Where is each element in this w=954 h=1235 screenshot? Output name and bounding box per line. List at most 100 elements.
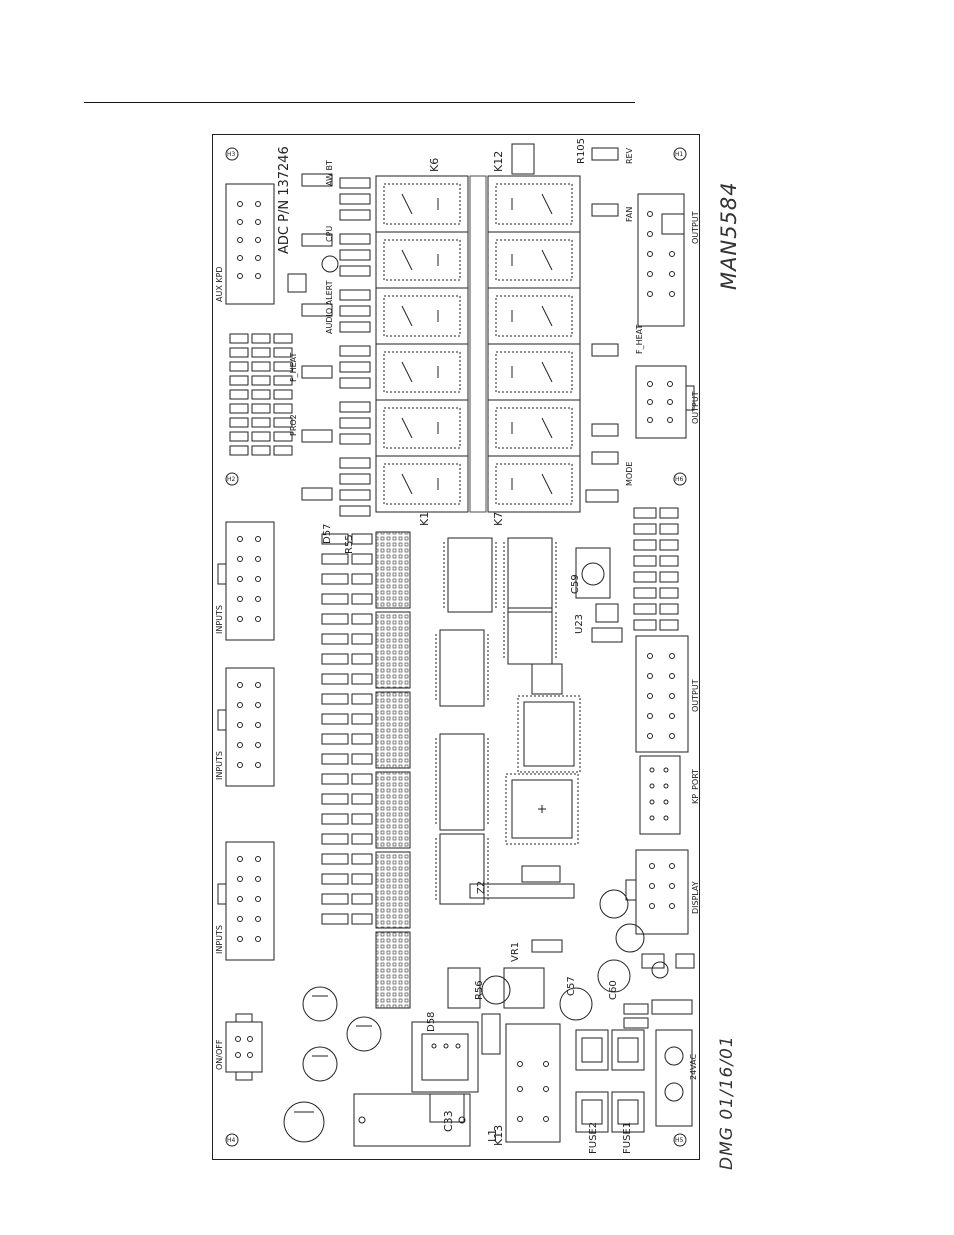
relay-icon (375, 399, 469, 457)
relay-k7-label: K7 (492, 512, 505, 526)
inputs-connector-3-label: INPUTS (215, 925, 224, 954)
aux-kpd-label: AUX KPD (215, 266, 224, 302)
ic-chip-icon (375, 931, 411, 1009)
output-lower-label: OUTPUT (691, 679, 700, 712)
on-off-label: ON/OFF (215, 1039, 224, 1070)
relay-icon (487, 231, 581, 289)
output-top-label: OUTPUT (691, 211, 700, 244)
kp-port-label: KP_PORT (691, 769, 700, 804)
inputs-connector-1-label: INPUTS (215, 605, 224, 634)
relay-icon (487, 287, 581, 345)
pcb-layout-diagram: ADC P/N 137246 K1 K6 K7 K12 K13 L1 C33 R… (215, 138, 700, 1154)
r56-label: R56 (474, 980, 485, 1000)
electrolytic-cap-icon (346, 1016, 382, 1052)
fan-label: FAN (625, 207, 634, 222)
resistor-r105-label: R105 (576, 138, 587, 164)
ic-chip-icon (517, 695, 581, 773)
ic-chip-icon (375, 851, 411, 929)
document-number: MAN5584 (717, 181, 741, 290)
mount-hole-h3-label: H3 (227, 151, 236, 158)
connector-icon (217, 667, 275, 787)
pro2-label: PRO2 (289, 414, 298, 436)
resistor-r55-label: R55 (344, 534, 355, 554)
relay-icon (375, 231, 469, 289)
header-rule (84, 102, 635, 103)
connector-icon (217, 521, 275, 641)
relay-icon (487, 399, 581, 457)
connector-icon (625, 849, 689, 935)
rev-label: REV (625, 147, 634, 164)
ic-chip-icon (435, 833, 489, 905)
u23-label: U23 (574, 614, 585, 634)
mount-hole-h2-label: H2 (227, 476, 236, 483)
connector-icon (639, 755, 681, 835)
electrolytic-cap-icon (615, 923, 645, 953)
ic-chip-icon (531, 663, 563, 695)
cap-c59-label: C59 (570, 574, 581, 594)
ic-chip-icon (375, 611, 411, 689)
cap-c33-label: C33 (442, 1110, 455, 1132)
24vac-label: 24VAC (689, 1054, 698, 1080)
inputs-connector-2-label: INPUTS (215, 751, 224, 780)
ic-chip-icon (375, 771, 411, 849)
connector-icon (217, 841, 275, 961)
electrolytic-cap-icon (597, 959, 631, 993)
electrolytic-cap-icon (651, 961, 669, 979)
vr1-label: VR1 (510, 942, 521, 962)
inductor-l1-label: L1 (486, 1129, 499, 1142)
mount-hole-icon (673, 147, 687, 161)
ic-chip-icon (503, 607, 557, 665)
connector-icon (635, 365, 695, 439)
ic-chip-icon (443, 537, 497, 613)
fuse2-label: FUSE2 (588, 1122, 599, 1154)
mount-hole-icon (225, 147, 239, 161)
ic-chip-icon (503, 537, 557, 613)
cap-c57-label: C57 (566, 976, 577, 996)
electrolytic-cap-icon (599, 889, 629, 919)
mode-label: MODE (625, 462, 634, 486)
ic-chip-icon (375, 531, 411, 609)
electrolytic-cap-icon (283, 1101, 325, 1143)
board-outline (212, 134, 700, 1160)
connector-icon (637, 193, 685, 327)
electrolytic-cap-icon (481, 975, 511, 1005)
ic-chip-icon (435, 629, 489, 707)
electrolytic-cap-icon (321, 255, 339, 273)
display-label: DISPLAY (691, 881, 700, 914)
electrolytic-cap-icon (302, 986, 338, 1022)
relay-icon (375, 343, 469, 401)
mount-hole-h5-label: H5 (675, 1137, 684, 1144)
relay-icon (487, 455, 581, 513)
relay-icon (375, 455, 469, 513)
diode-d57-label: D57 (322, 524, 333, 544)
diode-d58-label: D58 (426, 1012, 437, 1032)
relay-icon (505, 1023, 561, 1143)
relay-k12-label: K12 (492, 151, 505, 172)
mount-hole-icon (225, 472, 239, 486)
ic-chip-icon (375, 691, 411, 769)
connector-icon (635, 635, 689, 753)
relay-k1-label: K1 (418, 512, 431, 526)
f-heat-left-label: F_HEAT (289, 352, 298, 382)
relay-icon (487, 343, 581, 401)
mount-hole-icon (673, 472, 687, 486)
relay-icon (375, 287, 469, 345)
mount-hole-icon (225, 1133, 239, 1147)
mount-hole-h1-label: H1 (675, 151, 684, 158)
relay-icon (375, 175, 469, 233)
fuse1-label: FUSE1 (622, 1122, 633, 1154)
ic-chip-icon (435, 733, 489, 831)
relay-icon (487, 175, 581, 233)
f-heat-right-label: F_HEAT (635, 324, 644, 354)
mount-hole-h4-label: H4 (227, 1137, 236, 1144)
cpu-label: CPU (325, 226, 334, 242)
mount-hole-icon (673, 1133, 687, 1147)
audio-alert-label: AUDIO ALERT (325, 280, 334, 334)
output-mid-label: OUTPUT (691, 391, 700, 424)
aw-bt-label: AW BT (325, 160, 334, 186)
electrolytic-cap-icon (302, 1046, 338, 1082)
mount-hole-h6-label: H6 (675, 476, 684, 483)
relay-k13-label: K13 (492, 1125, 505, 1146)
drawn-by-date: DMG 01/16/01 (717, 1035, 737, 1170)
connector-icon (225, 183, 275, 305)
